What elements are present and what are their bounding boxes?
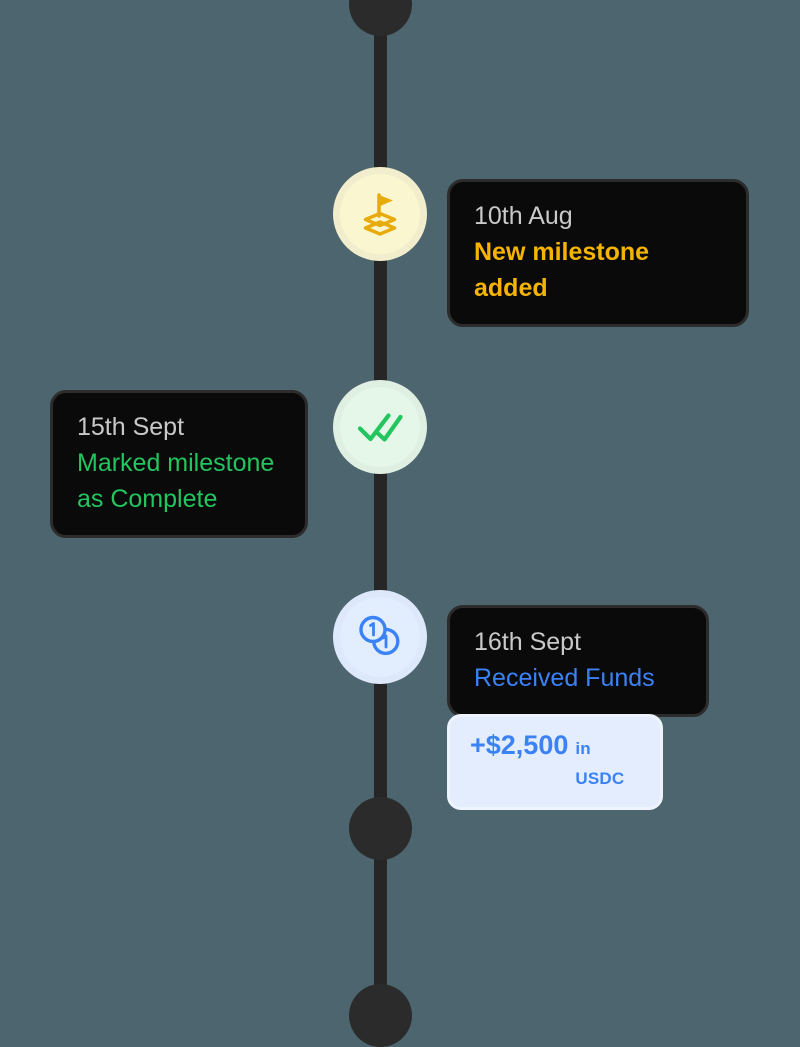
icon-bubble-inner [340, 597, 420, 677]
timeline-node-milestone-complete[interactable] [333, 380, 427, 474]
amount-unit: in USDC [575, 739, 625, 788]
card-label: Received Funds [474, 664, 655, 692]
amount-value: +$2,500 [470, 730, 569, 760]
card-date: 15th Sept [77, 413, 185, 441]
timeline-node-received-funds[interactable] [333, 590, 427, 684]
card-date: 10th Aug [474, 202, 573, 230]
timeline-node-middle [349, 797, 412, 860]
coins-icon [352, 609, 408, 665]
timeline-node-bottom [349, 984, 412, 1047]
received-funds-amount-badge[interactable]: +$2,500 in USDC [447, 714, 663, 810]
timeline-node-milestone-added[interactable] [333, 167, 427, 261]
card-label-line-2: as Complete [77, 485, 218, 513]
timeline-card-received-funds[interactable]: 16th Sept Received Funds [447, 605, 709, 717]
icon-bubble-inner [340, 387, 420, 467]
icon-bubble-inner [340, 174, 420, 254]
card-label: New milestone added [474, 238, 650, 302]
timeline-spine [374, 0, 387, 1031]
card-label-line-1: Marked milestone [77, 449, 275, 477]
timeline-node-top [349, 0, 412, 36]
flag-map-icon [352, 186, 408, 242]
timeline-card-milestone-complete[interactable]: 15th Sept Marked milestone as Complete [50, 390, 308, 538]
timeline-card-milestone-added[interactable]: 10th Aug New milestone added [447, 179, 749, 327]
double-check-icon [353, 400, 407, 454]
card-date: 16th Sept [474, 628, 582, 656]
